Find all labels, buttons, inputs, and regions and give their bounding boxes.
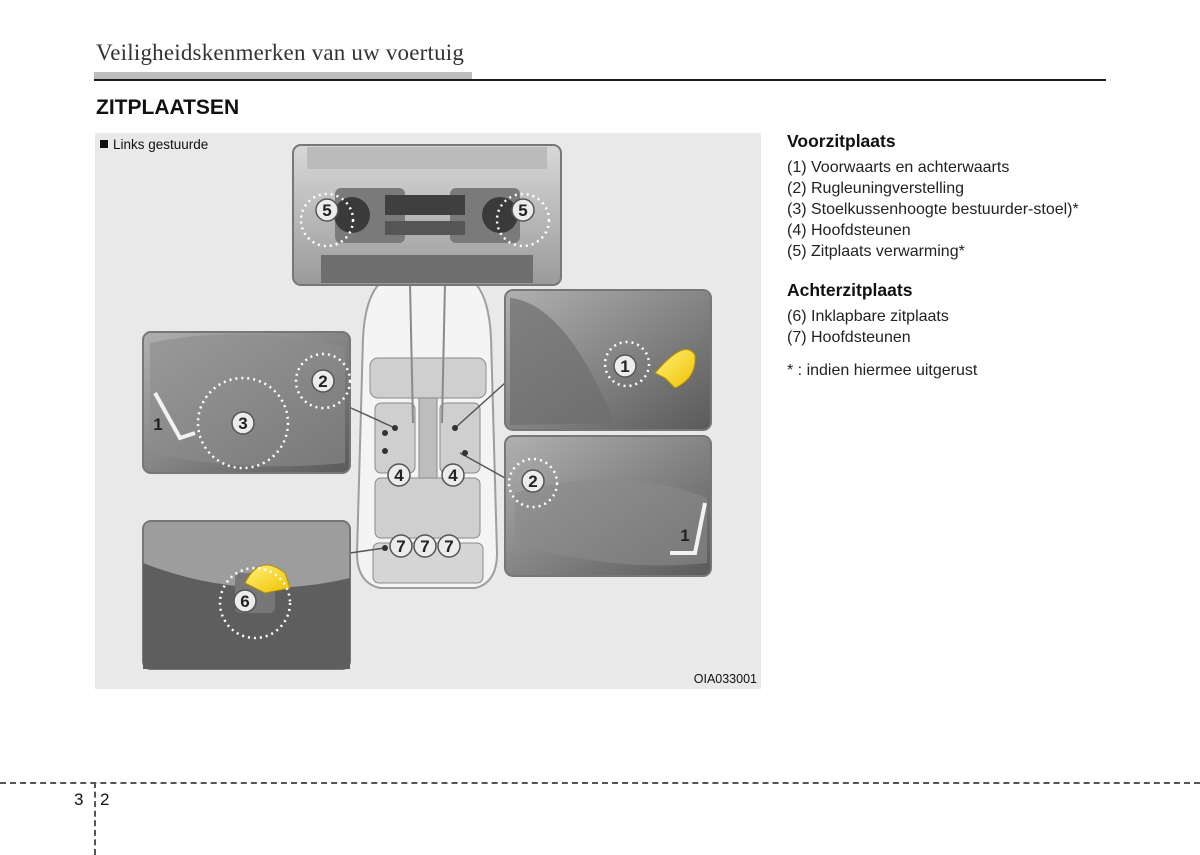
callout-5-left: 5 xyxy=(315,198,339,222)
svg-text:6: 6 xyxy=(240,592,249,611)
figure-caption-text: Links gestuurde xyxy=(113,137,209,152)
callout-6: 6 xyxy=(233,589,257,613)
callout-1-left: 1 xyxy=(153,415,162,434)
svg-text:7: 7 xyxy=(396,537,405,556)
svg-text:1: 1 xyxy=(153,415,162,434)
rear-seat-item: (6) Inklapbare zitplaats xyxy=(787,308,949,325)
dashboard-inset xyxy=(292,144,562,286)
header-rule-accent xyxy=(94,72,472,80)
svg-text:2: 2 xyxy=(318,372,327,391)
callout-2-left: 2 xyxy=(311,369,335,393)
footer-divider xyxy=(0,782,1200,784)
callout-5-right: 5 xyxy=(511,198,535,222)
callout-badges: 5 5 2 3 1 1 2 1 4 4 6 7 7 7 xyxy=(153,198,690,613)
seat-legend: Voorzitplaats (1) Voorwaarts en achterwa… xyxy=(787,131,1087,381)
chapter-number: 3 xyxy=(74,790,84,809)
front-seat-item: (3) Stoelkussenhoogte bestuurder-stoel)* xyxy=(787,201,1079,218)
seat-slide-lever-inset xyxy=(504,289,712,431)
svg-text:7: 7 xyxy=(420,537,429,556)
front-seat-item: (2) Rugleuningverstelling xyxy=(787,180,964,197)
callout-7-b: 7 xyxy=(413,534,437,558)
svg-text:1: 1 xyxy=(620,357,629,376)
car-top-view xyxy=(339,282,506,589)
front-seat-item: (1) Voorwaarts en achterwaarts xyxy=(787,159,1010,176)
svg-text:4: 4 xyxy=(394,466,404,485)
svg-text:3: 3 xyxy=(238,414,247,433)
footnote: * : indien hiermee uitgerust xyxy=(787,362,978,379)
front-seat-item: (5) Zitplaats verwarming* xyxy=(787,243,965,260)
callout-1-lower-right: 1 xyxy=(680,526,689,545)
footer-vertical-divider xyxy=(94,782,96,855)
callout-4-left: 4 xyxy=(387,463,411,487)
header-rule xyxy=(94,79,1106,81)
front-seat-item: (4) Hoofdsteunen xyxy=(787,222,911,239)
figure-code: OIA033001 xyxy=(693,672,757,686)
svg-text:5: 5 xyxy=(322,201,331,220)
rear-seat-heading: Achterzitplaats xyxy=(787,280,913,300)
callout-1-upper-right: 1 xyxy=(613,354,637,378)
seat-illustration: 5 5 2 3 1 1 2 1 4 4 6 7 7 7 Links gestuu… xyxy=(95,133,761,689)
rear-seat-item: (7) Hoofdsteunen xyxy=(787,329,911,346)
svg-text:1: 1 xyxy=(680,526,689,545)
callout-4-right: 4 xyxy=(441,463,465,487)
chapter-title: Veiligheidskenmerken van uw voertuig xyxy=(96,40,465,65)
callout-7-c: 7 xyxy=(437,534,461,558)
front-seat-heading: Voorzitplaats xyxy=(787,131,896,151)
svg-text:5: 5 xyxy=(518,201,527,220)
callout-3: 3 xyxy=(231,411,255,435)
seat-recline-inset xyxy=(504,435,712,577)
svg-text:2: 2 xyxy=(528,472,537,491)
svg-text:4: 4 xyxy=(448,466,458,485)
svg-text:7: 7 xyxy=(444,537,453,556)
figure-caption: Links gestuurde xyxy=(100,137,208,152)
callout-2-right: 2 xyxy=(521,469,545,493)
callout-7-a: 7 xyxy=(389,534,413,558)
section-title: ZITPLAATSEN xyxy=(96,96,240,119)
page-number: 2 xyxy=(100,790,110,809)
driver-seat-inset xyxy=(142,331,352,474)
seat-diagram: 5 5 2 3 1 1 2 1 4 4 6 7 7 7 xyxy=(142,144,712,670)
bullet-square-icon xyxy=(100,140,108,148)
